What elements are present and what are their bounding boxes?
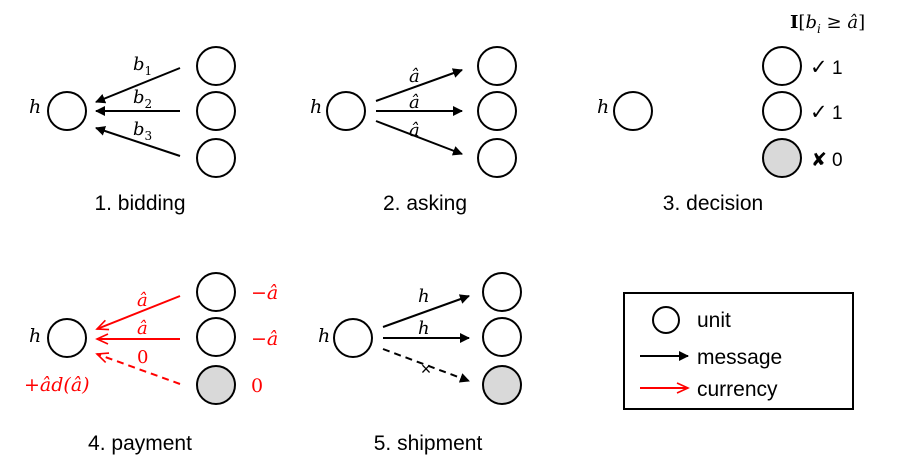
unit-1 [477,46,517,86]
unit-3-rejected [762,138,802,178]
panel-bidding: h b1 b2 b3 1. bidding [29,46,236,215]
shipment-arrow-3-blocked [382,348,470,383]
legend-unit-icon [652,306,680,334]
ask-arrow-3 [375,120,463,156]
unit-3-rejected [196,365,236,405]
unit-3 [477,138,517,178]
decision-value-2: 1 [832,103,843,124]
hub-label: h [29,325,41,347]
decision-value-1: 1 [832,58,843,79]
shipment-label-2: h [418,318,430,339]
caption-decision: 3. decision [663,192,763,215]
hub-label: h [597,96,609,118]
legend-currency-label: currency [697,378,778,401]
hub-unit [47,91,87,131]
payment-arrow-3 [95,352,181,385]
unit-2 [196,91,236,131]
indicator-formula: I[bi ≥ â] [790,12,865,36]
panel-asking: h â â â 2. asking [310,46,517,215]
hub-label: h [310,96,322,118]
decision-check-icon: ✓ [810,56,828,79]
legend: unit message currency [623,292,854,410]
unit-2 [196,317,236,357]
caption-shipment: 5. shipment [374,432,483,455]
unit-1 [196,272,236,312]
unit-2 [482,317,522,357]
unit-1 [482,272,522,312]
bid-label-2: b2 [133,87,152,111]
decision-check-icon: ✓ [810,101,828,124]
ask-label-2: â [409,92,420,113]
unit-value-2: −â [251,328,278,350]
unit-value-1: −â [251,282,278,304]
legend-message-label: message [697,346,782,369]
payment-label-1: â [137,290,148,311]
panel-decision: h I[bi ≥ â] ✓ 1 ✓ 1 ✘ 0 3. decision [597,12,865,215]
unit-value-3: 0 [251,375,263,397]
unit-2 [762,91,802,131]
hub-label: h [318,325,330,347]
decision-value-3: 0 [832,150,843,171]
hub-unit [333,318,373,358]
hub-gain: +âd(â) [24,374,90,396]
hub-unit [47,318,87,358]
bid-arrow-3 [95,126,181,157]
panel-shipment: h h h × 5. shipment [318,272,522,455]
decision-cross-icon: ✘ [811,150,827,171]
payment-arrow-1 [95,295,181,331]
panel-payment: h â â 0 −â −â 0 +âd(â) 4. payment [24,272,278,455]
unit-1 [196,46,236,86]
hub-unit [326,91,366,131]
unit-3-rejected [482,365,522,405]
shipment-arrow-1 [382,294,470,328]
bid-label-1: b1 [133,54,152,78]
blocked-cross-icon: × [421,359,432,379]
unit-2 [477,91,517,131]
ask-label-3: â [409,120,420,141]
payment-label-3: 0 [137,347,148,368]
caption-bidding: 1. bidding [94,192,185,215]
hub-unit [613,91,653,131]
caption-payment: 4. payment [88,432,192,455]
shipment-label-1: h [418,286,430,307]
bid-arrow-1 [95,67,181,104]
unit-3 [196,138,236,178]
unit-1 [762,46,802,86]
payment-label-2: â [137,318,148,339]
ask-label-1: â [409,66,420,87]
caption-asking: 2. asking [383,192,467,215]
hub-label: h [29,96,41,118]
bid-label-3: b3 [133,119,152,143]
ask-arrow-1 [375,68,463,102]
legend-unit-label: unit [697,309,731,332]
